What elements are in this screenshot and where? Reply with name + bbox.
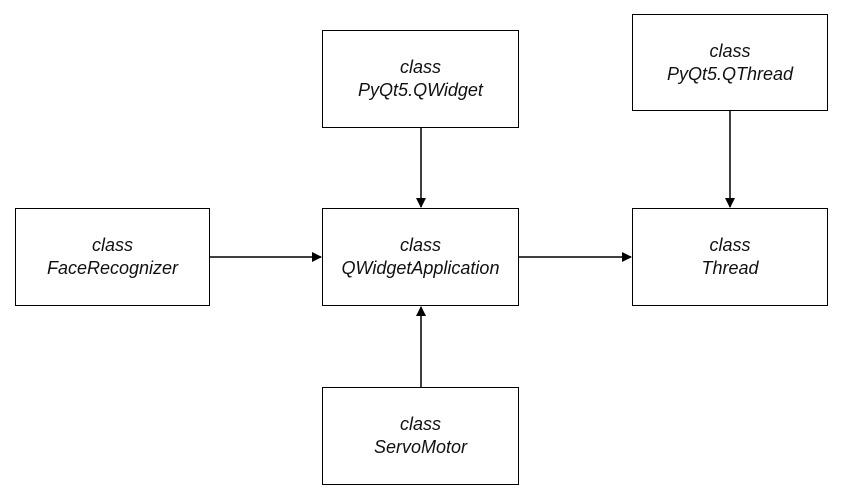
class-box-servo-motor: class ServoMotor [322, 387, 519, 485]
class-name: QWidgetApplication [341, 258, 500, 278]
class-name: PyQt5.QThread [666, 63, 794, 84]
class-name: ServoMotor [373, 437, 468, 457]
class-name: PyQt5.QWidget [358, 80, 483, 100]
class-keyword: class [399, 57, 441, 77]
class-keyword: class [709, 235, 751, 255]
class-keyword: class [91, 235, 133, 255]
class-name: FaceRecognizer [46, 258, 179, 278]
class-box-pyqt5-qthread: class PyQt5.QThread [632, 14, 828, 111]
class-box-face-recognizer: class FaceRecognizer [15, 208, 210, 306]
class-keyword: class [399, 414, 441, 434]
class-keyword: class [709, 40, 751, 61]
class-keyword: class [399, 235, 441, 255]
class-box-thread: class Thread [632, 208, 828, 306]
class-name: Thread [701, 258, 759, 278]
class-box-pyqt5-qwidget: class PyQt5.QWidget [322, 30, 519, 128]
class-box-qwidget-application: class QWidgetApplication [322, 208, 519, 306]
